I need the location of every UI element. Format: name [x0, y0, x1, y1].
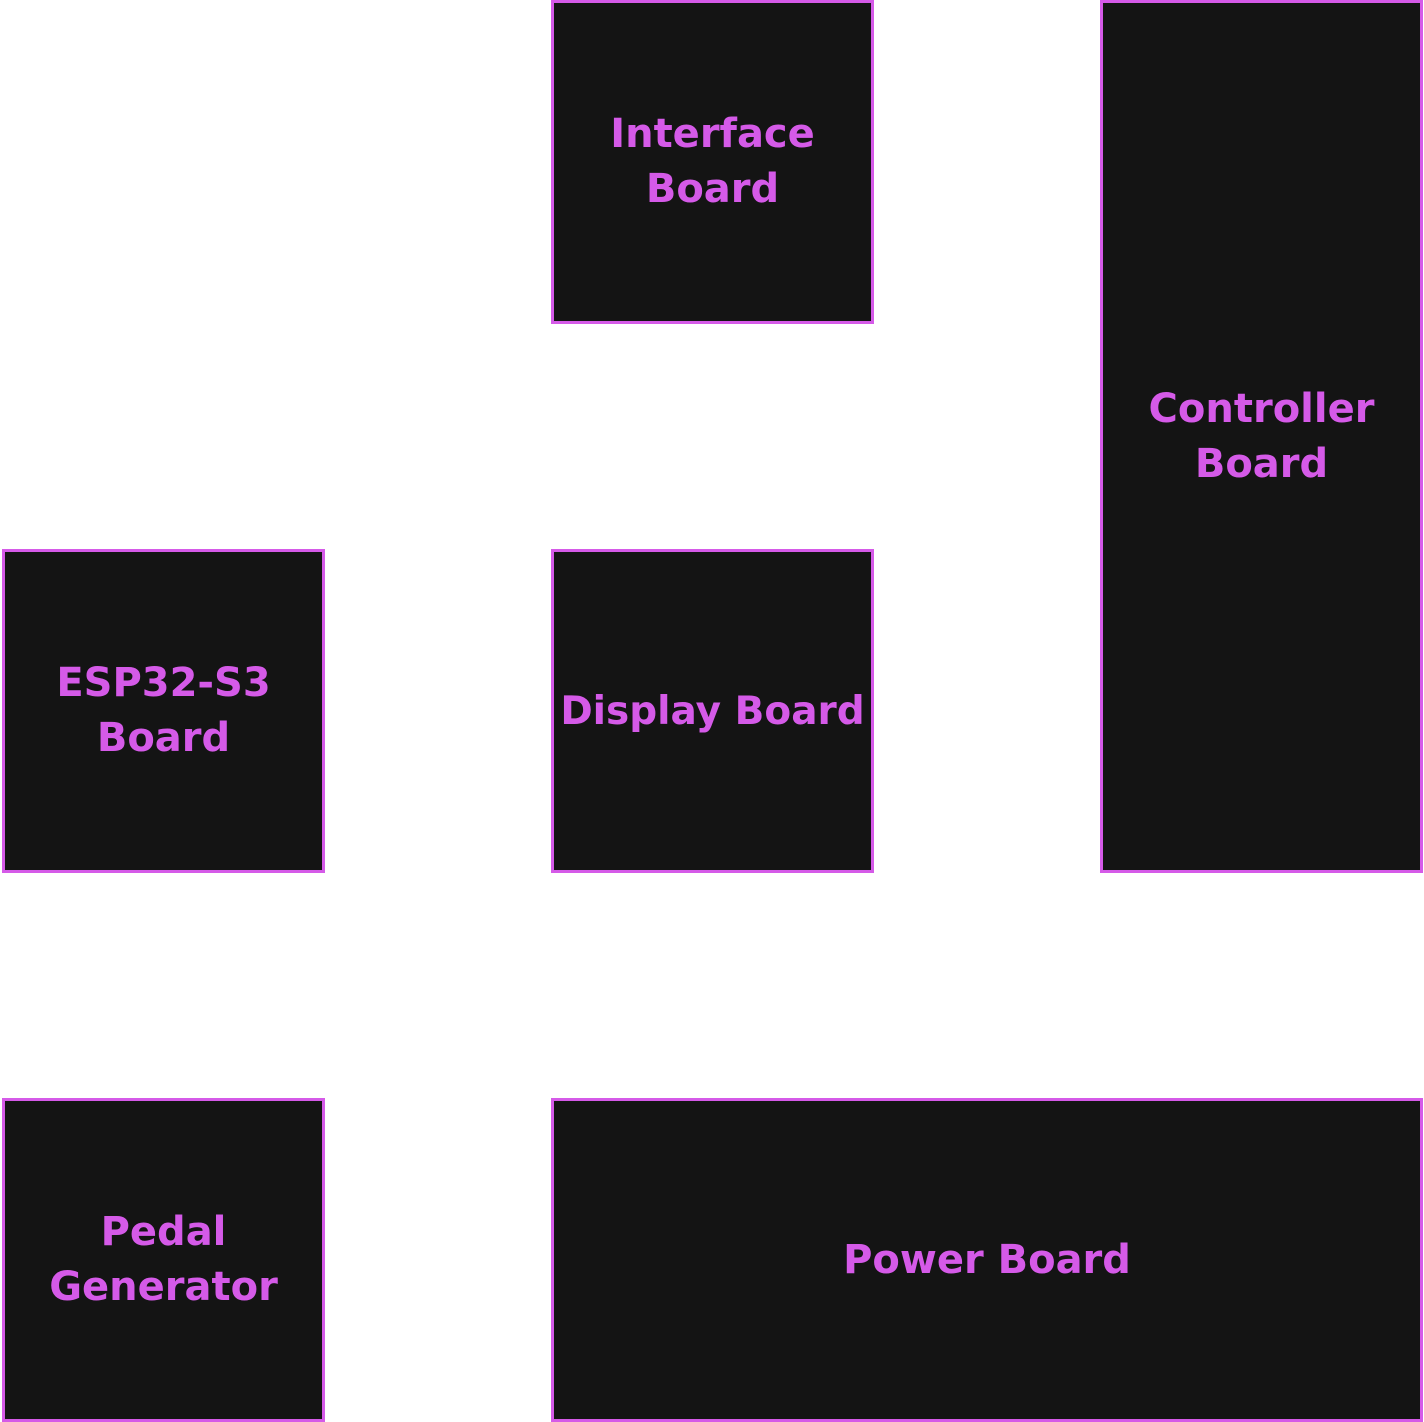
display-board-block: Display Board	[551, 549, 874, 873]
interface-board-block: Interface Board	[551, 0, 874, 324]
controller-board-block: Controller Board	[1100, 0, 1423, 873]
pedal-generator-block: Pedal Generator	[2, 1098, 325, 1422]
power-board-block: Power Board	[551, 1098, 1423, 1422]
interface-board-label: Interface Board	[610, 111, 815, 212]
esp32-s3-board-label: ESP32-S3 Board	[56, 660, 271, 761]
pedal-generator-label: Pedal Generator	[49, 1209, 278, 1310]
display-board-label: Display Board	[560, 688, 865, 734]
esp32-s3-board-block: ESP32-S3 Board	[2, 549, 325, 873]
controller-board-label: Controller Board	[1148, 385, 1375, 487]
power-board-label: Power Board	[843, 1236, 1131, 1283]
